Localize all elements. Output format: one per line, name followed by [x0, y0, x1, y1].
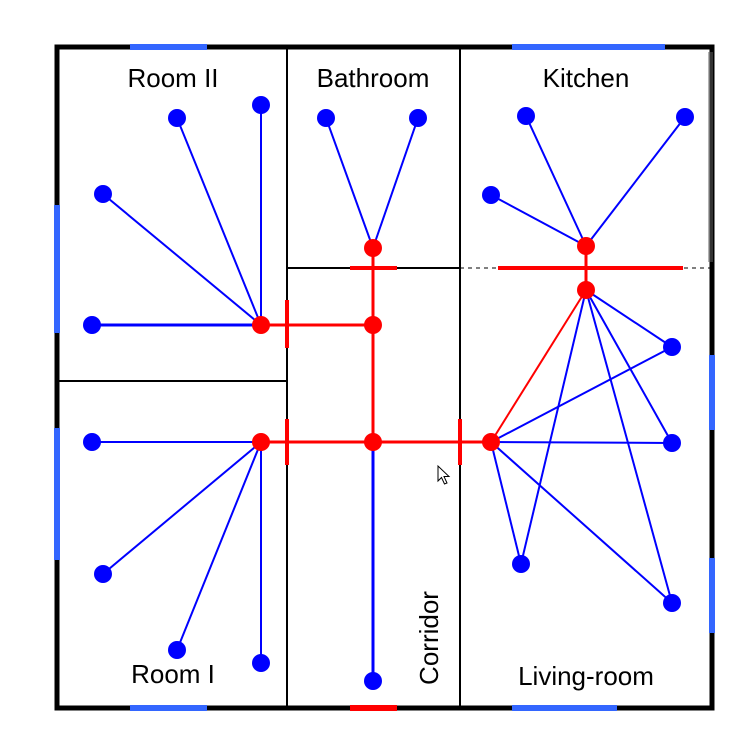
blue-node: [94, 185, 112, 203]
blue-node: [83, 433, 101, 451]
blue-node: [94, 565, 112, 583]
blue-node: [517, 107, 535, 125]
blue-edge: [325, 117, 374, 249]
blue-node: [663, 594, 681, 612]
blue-edge: [176, 441, 262, 651]
blue-node: [676, 108, 694, 126]
blue-edge: [490, 441, 673, 444]
blue-edge: [102, 441, 262, 575]
red-node: [482, 433, 500, 451]
red-node: [577, 237, 595, 255]
blue-nodes: [83, 96, 694, 690]
blue-node: [168, 641, 186, 659]
blue-edge: [520, 289, 587, 565]
outer-wall-shadow: [708, 52, 713, 262]
blue-edge: [102, 193, 262, 326]
red-node: [252, 433, 270, 451]
blue-node: [252, 96, 270, 114]
doors: [285, 266, 683, 711]
room-label-living-room: Living-room: [518, 661, 654, 691]
blue-node: [663, 434, 681, 452]
blue-edge: [585, 116, 686, 247]
blue-edge: [490, 194, 587, 247]
blue-edge: [372, 117, 419, 249]
windows: [54, 44, 715, 711]
room-label-corridor: Corridor: [414, 591, 444, 685]
room-label-kitchen: Kitchen: [543, 63, 630, 93]
blue-edge: [490, 346, 673, 443]
blue-edge: [585, 289, 673, 444]
red-node: [252, 316, 270, 334]
blue-node: [512, 555, 530, 573]
blue-node: [168, 109, 186, 127]
room-label-room-1: Room I: [131, 659, 215, 689]
red-nodes: [252, 237, 595, 451]
blue-node: [252, 654, 270, 672]
red-node: [364, 239, 382, 257]
blue-node: [317, 109, 335, 127]
mouse-pointer-icon: [437, 464, 451, 485]
blue-edge: [176, 117, 262, 326]
room-label-room-2: Room II: [127, 63, 218, 93]
blue-edge: [525, 115, 587, 247]
blue-node: [482, 186, 500, 204]
blue-edges: [92, 105, 686, 681]
blue-node: [663, 338, 681, 356]
room-label-bathroom: Bathroom: [317, 63, 430, 93]
red-node: [364, 433, 382, 451]
blue-node: [364, 672, 382, 690]
blue-edge: [585, 289, 673, 604]
red-edge: [490, 289, 587, 443]
blue-edge: [490, 441, 673, 604]
blue-node: [409, 109, 427, 127]
red-node: [577, 281, 595, 299]
blue-edge: [490, 441, 522, 565]
blue-node: [83, 316, 101, 334]
red-node: [364, 316, 382, 334]
red-edges: [261, 246, 588, 444]
blue-edge: [585, 289, 673, 348]
